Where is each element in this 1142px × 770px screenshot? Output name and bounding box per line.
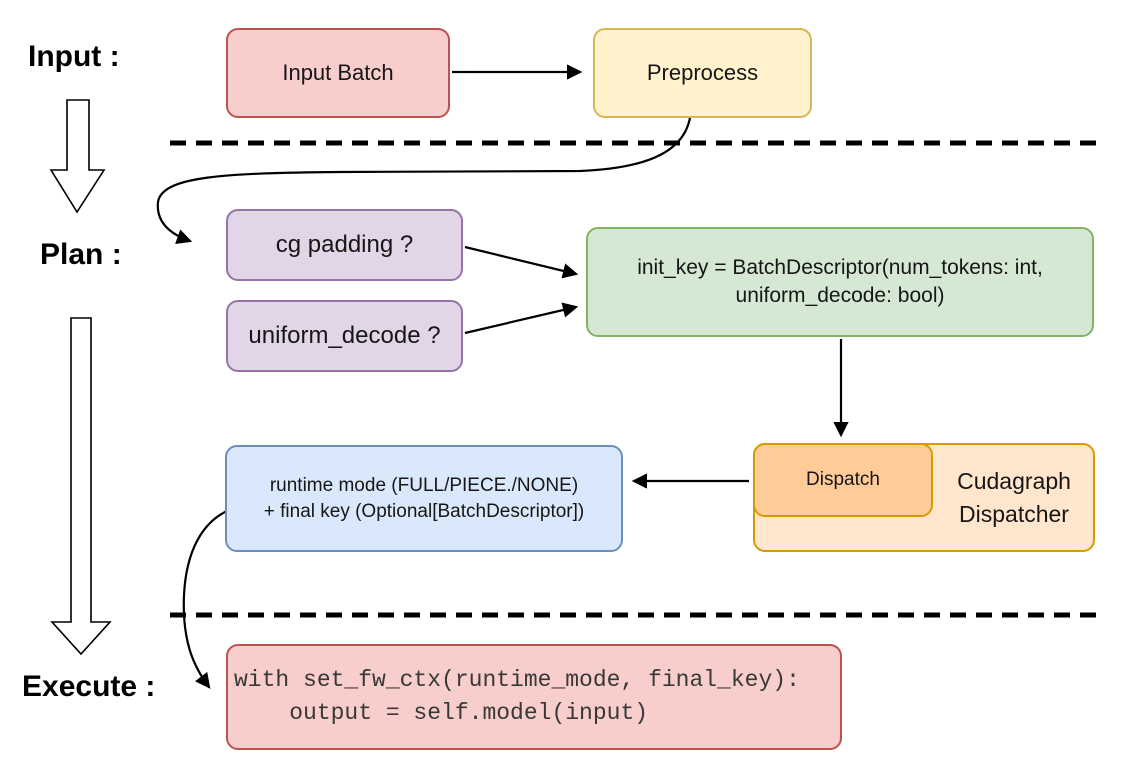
node-cg-padding-label: cg padding ? — [275, 230, 414, 258]
stage-label-execute: Execute : — [22, 670, 156, 703]
connector-uniformdecode-to-initkey — [464, 302, 579, 335]
node-init-key-line2: uniform_decode: bool) — [735, 284, 945, 307]
node-input-batch-label: Input Batch — [282, 60, 394, 86]
cudagraph-label-line1: Cudagraph — [957, 468, 1071, 495]
node-uniform-decode-label: uniform_decode ? — [248, 321, 441, 349]
connector-cgpadding-to-initkey — [464, 245, 579, 279]
node-init-key-line1: init_key = BatchDescriptor(num_tokens: i… — [637, 255, 1043, 279]
node-runtime-mode-line2: + final key (Optional[BatchDescriptor]) — [263, 500, 585, 522]
node-init-key: init_key = BatchDescriptor(num_tokens: i… — [586, 227, 1094, 337]
node-uniform-decode: uniform_decode ? — [226, 300, 463, 372]
node-execute-code: with set_fw_ctx(runtime_mode, final_key)… — [226, 644, 842, 750]
down-arrow-icon-plan-to-execute — [50, 317, 112, 656]
execute-code-line2: output = self.model(input) — [234, 700, 649, 726]
node-preprocess: Preprocess — [593, 28, 812, 118]
node-dispatch-label: Dispatch — [806, 469, 880, 491]
node-cudagraph-dispatcher-label: Cudagraph Dispatcher — [933, 443, 1095, 552]
node-preprocess-label: Preprocess — [646, 60, 759, 86]
node-dispatch: Dispatch — [753, 443, 933, 517]
execute-code-line1: with set_fw_ctx(runtime_mode, final_key)… — [234, 666, 800, 693]
node-input-batch: Input Batch — [226, 28, 450, 118]
node-runtime-mode: runtime mode (FULL/PIECE./NONE) + final … — [225, 445, 623, 552]
stage-label-input: Input : — [28, 40, 120, 73]
node-runtime-mode-line1: runtime mode (FULL/PIECE./NONE) — [269, 474, 579, 496]
cudagraph-label-line2: Dispatcher — [959, 500, 1069, 527]
stage-label-plan: Plan : — [40, 238, 122, 271]
down-arrow-icon-input-to-plan — [49, 99, 106, 214]
node-cg-padding: cg padding ? — [226, 209, 463, 281]
